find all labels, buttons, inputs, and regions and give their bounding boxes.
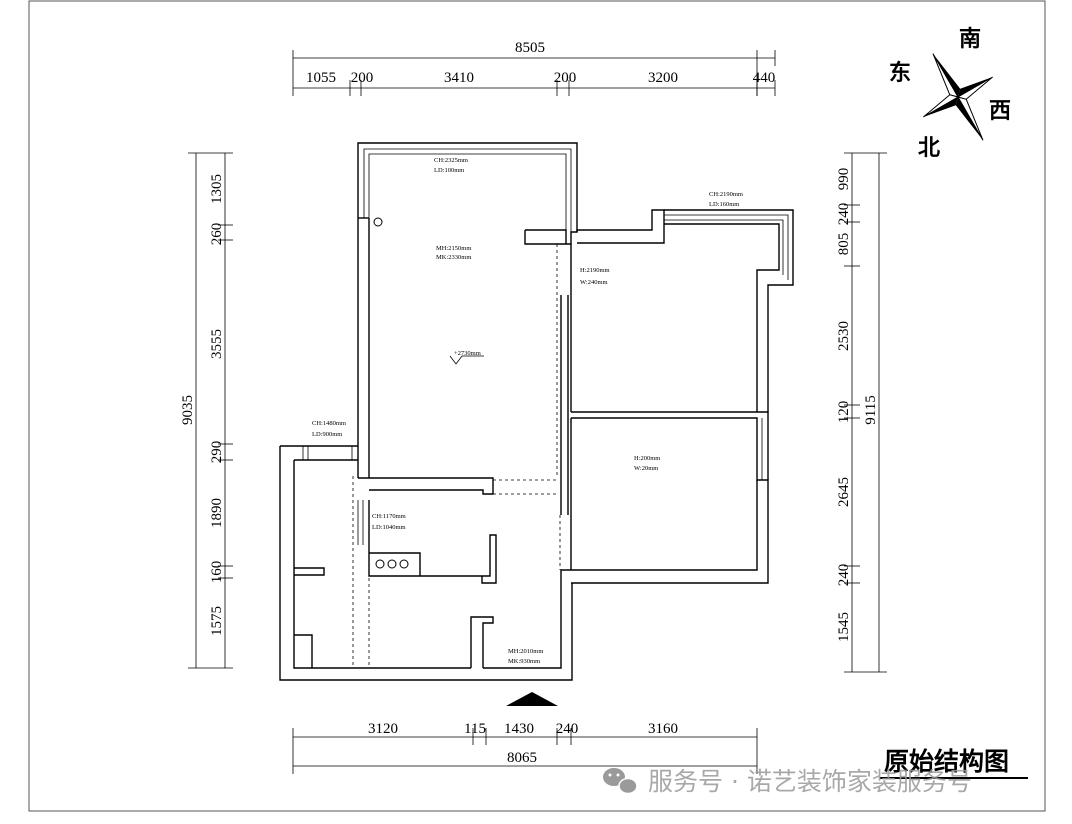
- top-dimension-4: 200: [554, 70, 577, 86]
- bottom-dimension-3: 1430: [504, 721, 534, 737]
- balcony-ld: LD:160mm: [709, 201, 739, 208]
- main-door-mh: MH:2150mm: [436, 245, 471, 252]
- right-dimension-7: 240: [836, 564, 852, 587]
- bottom-dimension-4: 240: [556, 721, 579, 737]
- top-total-dimension: 8505: [515, 40, 545, 56]
- left-window-ch: CH:1480mm: [312, 420, 346, 427]
- top-dimension-lines: [292, 50, 776, 96]
- left-dimension-5: 1890: [209, 498, 225, 528]
- compass-north: 北: [918, 135, 940, 161]
- top-dimension-2: 200: [351, 70, 374, 86]
- wechat-icon: [603, 768, 638, 795]
- beam-lower-w: W:20mm: [634, 465, 658, 472]
- elevation-label: +2730mm: [454, 350, 481, 357]
- bottom-dimension-5: 3160: [648, 721, 678, 737]
- right-total-dimension: 9115: [863, 395, 879, 424]
- elevation-marker: [449, 355, 484, 365]
- beam-lower-h: H:200mm: [634, 455, 660, 462]
- top-dimension-3: 3410: [444, 70, 474, 86]
- right-dimension-8: 1545: [836, 612, 852, 642]
- balcony-ch: CH:2190mm: [709, 191, 743, 198]
- right-dimension-3: 805: [836, 233, 852, 256]
- left-dimension-6: 160: [209, 561, 225, 584]
- bottom-total-dimension: 8065: [507, 750, 537, 766]
- right-dimension-1: 990: [836, 168, 852, 191]
- kitchen-window-ld: LD:1040mm: [372, 524, 406, 531]
- dashed-lines: [293, 244, 561, 668]
- walls: [279, 142, 794, 681]
- main-door-mk: MK:2330mm: [436, 254, 471, 261]
- left-dimension-3: 3555: [209, 329, 225, 359]
- beam-upper-h: H:2190mm: [580, 267, 610, 274]
- left-dimension-lines: [188, 152, 233, 669]
- beam-upper-w: W:240mm: [580, 279, 608, 286]
- sheet-border: [28, 0, 1046, 812]
- compass-rose-icon: [923, 53, 993, 141]
- top-dimension-6: 440: [753, 70, 776, 86]
- bottom-dimension-2: 115: [464, 721, 486, 737]
- watermark-text: 服务号 · 诺艺装饰家装服务号: [648, 767, 972, 796]
- compass-east: 东: [889, 60, 911, 86]
- top-dimension-5: 3200: [648, 70, 678, 86]
- left-dimension-4: 290: [209, 441, 225, 464]
- top-window-ld: LD:100mm: [434, 167, 464, 174]
- top-dimension-1: 1055: [306, 70, 336, 86]
- left-total-dimension: 9035: [180, 395, 196, 425]
- right-dimension-6: 2645: [836, 477, 852, 507]
- compass-south: 南: [959, 26, 981, 52]
- right-dimension-4: 2530: [836, 321, 852, 351]
- right-dimension-5: 120: [836, 401, 852, 424]
- drawing-title: 原始结构图: [884, 747, 1009, 776]
- compass-west: 西: [989, 98, 1011, 124]
- right-dimension-2: 240: [836, 203, 852, 226]
- right-dimension-lines: [844, 152, 887, 673]
- left-dimension-7: 1575: [209, 606, 225, 636]
- entry-arrow-icon: [506, 692, 558, 706]
- top-window-ch: CH:2325mm: [434, 157, 468, 164]
- left-dimension-1: 1305: [209, 174, 225, 204]
- bottom-dimension-1: 3120: [368, 721, 398, 737]
- entry-door-mk: MK:930mm: [508, 658, 540, 665]
- entry-door-mh: MH:2010mm: [508, 648, 543, 655]
- bottom-dimension-lines: [292, 728, 758, 774]
- left-window-ld: LD:900mm: [312, 431, 342, 438]
- left-dimension-2: 260: [209, 223, 225, 246]
- kitchen-window-ch: CH:1170mm: [372, 513, 406, 520]
